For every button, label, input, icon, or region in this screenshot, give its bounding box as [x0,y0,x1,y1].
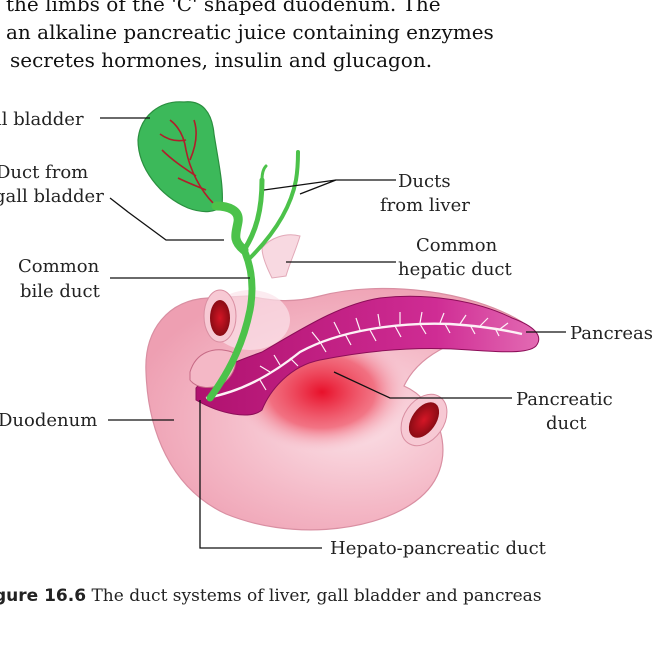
right-hepatic-duct [248,150,300,260]
leader-duct-from-gall-bladder [109,197,224,241]
label-duct-from-gall-bladder-line-1: Duct from [0,162,88,183]
label-pancreatic-duct-line-2: duct [546,413,587,434]
body-text-line-2: an alkaline pancreatic juice containing … [6,20,494,44]
body-text: the limbs of the 'C' shaped duodenum. Th… [0,0,665,80]
label-gall-bladder: ll bladder [0,109,84,130]
label-duodenum: Duodenum [0,410,97,431]
label-common-hepatic-duct-line-1: Common [416,235,498,256]
gall-bladder-vessels [159,119,215,205]
common-bile-duct [206,246,256,402]
leader-ducts-from-liver [263,179,396,195]
label-pancreatic-duct-line-1: Pancreatic [516,389,613,410]
common-hepatic-duct-stub [261,234,301,279]
biliary-ducts [206,150,300,402]
label-common-bile-duct-line-1: Common [18,256,100,277]
duodenum-lower-lumen [408,402,440,438]
label-pancreas: Pancreas [570,323,653,344]
left-hepatic-duct [241,177,265,253]
duodenum-upper-lumen [210,300,230,336]
label-duct-from-gall-bladder-line-2: gall bladder [0,186,104,207]
label-ducts-from-liver-line-2: from liver [380,195,470,216]
leader-lines [100,117,566,549]
leader-hepato-pancreatic-duct [199,400,322,549]
pancreatic-duct [205,322,523,400]
label-common-hepatic-duct-line-2: hepatic duct [398,259,512,280]
label-common-bile-duct-line-2: bile duct [20,281,101,302]
pancreas [195,295,540,416]
gall-bladder [137,101,223,213]
label-ducts-from-liver-line-1: Ducts [398,171,451,192]
figure-caption: gure 16.6 The duct systems of liver, gal… [0,586,542,606]
body-text-line-1: the limbs of the 'C' shaped duodenum. Th… [6,0,441,16]
cystic-duct [211,201,249,255]
labels: ll bladder Duct from gall bladder Common… [0,109,653,559]
label-hepato-pancreatic-duct: Hepato-pancreatic duct [330,538,547,559]
figure-number: gure 16.6 [0,586,87,606]
pancreatic-duct-branches [259,311,509,391]
leader-pancreatic-duct [333,371,512,399]
body-text-line-3: secretes hormones, insulin and glucagon. [10,48,433,72]
figure-caption-text: The duct systems of liver, gall bladder … [86,586,542,606]
